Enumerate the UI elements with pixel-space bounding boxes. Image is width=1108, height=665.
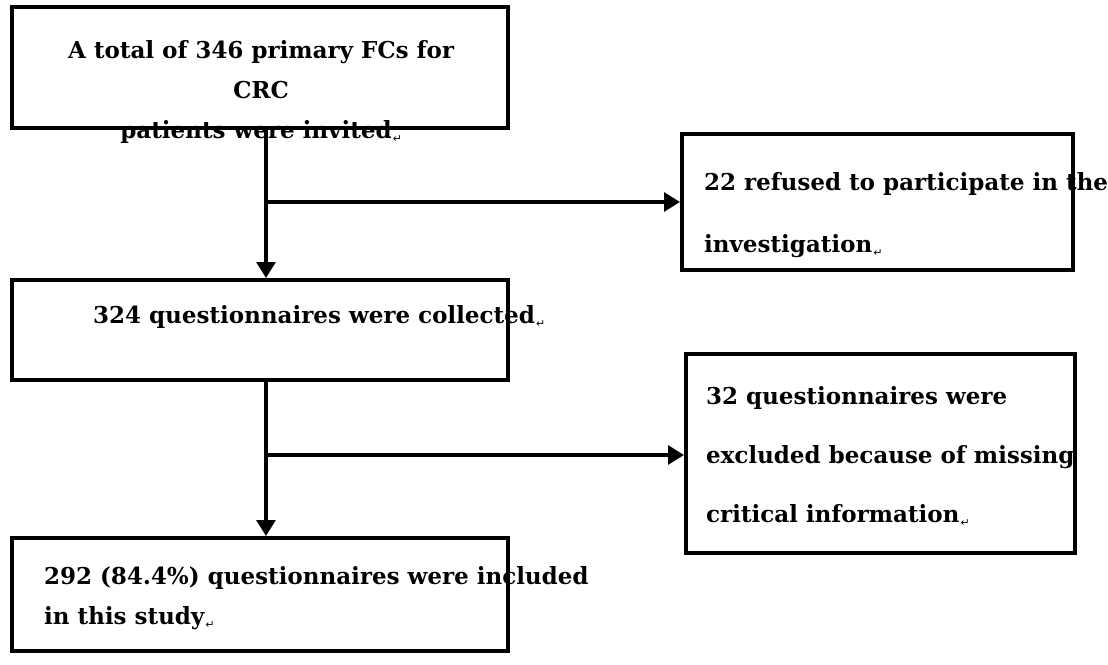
node-invited-line-1: A total of 346 primary FCs for CRC (68, 37, 454, 104)
node-collected: 324 questionnaires were collected↵ (10, 278, 545, 382)
node-excluded-line-3: critical information (706, 501, 960, 528)
node-refused: 22 refused to participate in the investi… (680, 132, 1108, 272)
node-refused-line-1: 22 refused to participate in the (704, 169, 1108, 196)
node-collected-text: 324 questionnaires were collected↵ (93, 296, 545, 344)
arrowhead-invited-to-collected (256, 262, 276, 278)
connector-layer (256, 130, 684, 536)
node-refused-line-2: investigation (704, 231, 873, 258)
node-excluded-line-2: excluded because of missing (706, 442, 1075, 469)
node-invited-text: A total of 346 primary FCs for CRC patie… (65, 31, 457, 159)
paragraph-mark-icon: ↵ (960, 516, 970, 529)
node-included-line-1: 292 (84.4%) questionnaires were included (44, 563, 589, 590)
node-excluded-line-1: 32 questionnaires were (706, 383, 1008, 410)
paragraph-mark-icon: ↵ (873, 246, 883, 259)
node-included-text: 292 (84.4%) questionnaires were included… (44, 557, 588, 645)
paragraph-mark-icon: ↵ (535, 317, 546, 330)
arrowhead-to-refused (664, 192, 680, 212)
node-excluded: 32 questionnaires were excluded because … (684, 352, 1077, 555)
node-invited: A total of 346 primary FCs for CRC patie… (10, 5, 510, 145)
node-included: 292 (84.4%) questionnaires were included… (10, 536, 588, 653)
node-collected-line-1: 324 questionnaires were collected (93, 302, 535, 329)
node-included-line-2: in this study (44, 603, 205, 630)
flowchart-canvas: A total of 346 primary FCs for CRC patie… (10, 5, 1108, 653)
node-refused-text: 22 refused to participate in the investi… (704, 152, 1108, 284)
node-invited-line-2: patients were invited (120, 117, 392, 144)
paragraph-mark-icon: ↵ (392, 132, 402, 145)
paragraph-mark-icon: ↵ (205, 618, 215, 631)
arrowhead-to-excluded (668, 445, 684, 465)
arrowhead-collected-to-included (256, 520, 276, 536)
node-excluded-text: 32 questionnaires were excluded because … (706, 367, 1074, 552)
